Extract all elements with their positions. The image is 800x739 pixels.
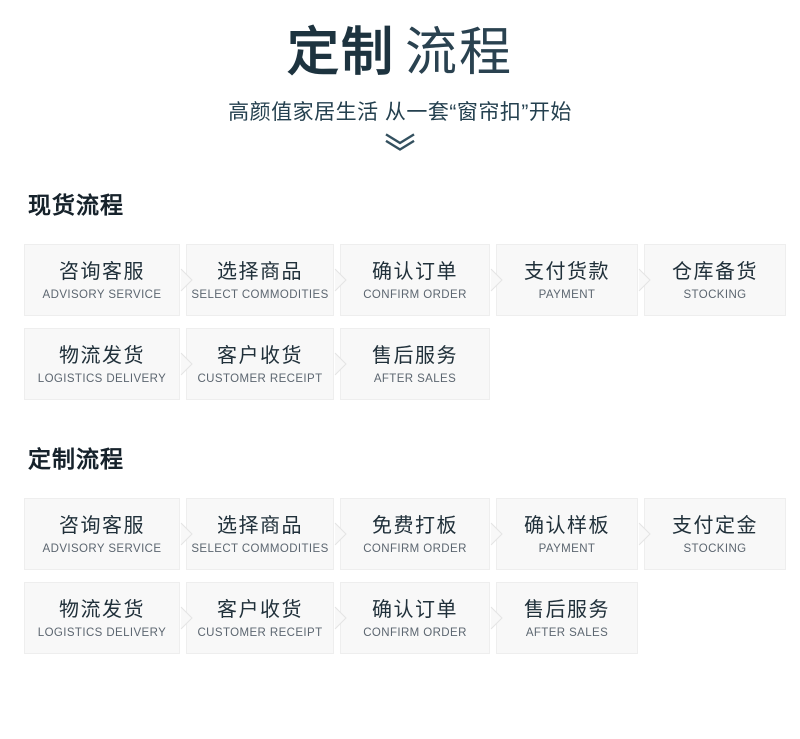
flow-row: 物流发货 LOGISTICS DELIVERY 客户收货 CUSTOMER RE… — [24, 582, 776, 654]
flow-step-subtitle: CUSTOMER RECEIPT — [197, 372, 323, 385]
page-title: 定制流程 — [0, 22, 800, 84]
chevron-right-separator-icon — [180, 352, 193, 376]
flow-step-title: 支付定金 — [672, 514, 758, 537]
section-in-stock-process: 现货流程 咨询客服 ADVISORY SERVICE 选择商品 SELECT C… — [0, 186, 800, 400]
flow-step-subtitle: PAYMENT — [538, 542, 596, 555]
flow-step[interactable]: 物流发货 LOGISTICS DELIVERY — [24, 328, 180, 400]
flow-step-title: 支付货款 — [524, 260, 610, 283]
flow-step-subtitle: CONFIRM ORDER — [363, 288, 467, 301]
flow-step-title: 选择商品 — [217, 260, 303, 283]
flow-step[interactable]: 确认订单 CONFIRM ORDER — [334, 582, 490, 654]
flow-step-title: 免费打板 — [372, 514, 458, 537]
flow-step-title: 物流发货 — [59, 598, 145, 621]
page-subtitle: 高颜值家居生活 从一套“窗帘扣”开始 — [228, 101, 572, 124]
chevron-right-separator-icon — [638, 268, 651, 292]
flow-step-title: 仓库备货 — [672, 260, 758, 283]
chevron-right-separator-icon — [638, 522, 651, 546]
flow-row: 咨询客服 ADVISORY SERVICE 选择商品 SELECT COMMOD… — [24, 244, 786, 316]
chevron-right-separator-icon — [334, 268, 347, 292]
flow-step[interactable]: 选择商品 SELECT COMMODITIES — [180, 498, 334, 570]
flow-row: 物流发货 LOGISTICS DELIVERY 客户收货 CUSTOMER RE… — [24, 328, 776, 400]
flow-step-subtitle: STOCKING — [683, 288, 747, 301]
flow-step[interactable]: 客户收货 CUSTOMER RECEIPT — [180, 582, 334, 654]
flow-step-title: 物流发货 — [59, 344, 145, 367]
flow-step[interactable]: 咨询客服 ADVISORY SERVICE — [24, 498, 180, 570]
flow-step[interactable]: 支付货款 PAYMENT — [490, 244, 638, 316]
flow-step-title: 售后服务 — [524, 598, 610, 621]
flow-row: 咨询客服 ADVISORY SERVICE 选择商品 SELECT COMMOD… — [24, 498, 786, 570]
flow-step-subtitle: STOCKING — [683, 542, 747, 555]
flow-step-title: 确认订单 — [372, 260, 458, 283]
chevron-right-separator-icon — [490, 268, 503, 292]
flow-step-subtitle: LOGISTICS DELIVERY — [37, 626, 167, 639]
chevron-right-separator-icon — [490, 522, 503, 546]
flow-step[interactable]: 售后服务 AFTER SALES — [334, 328, 490, 400]
flow-step-title: 客户收货 — [217, 344, 303, 367]
flow-step[interactable]: 售后服务 AFTER SALES — [490, 582, 638, 654]
flow-step-title: 售后服务 — [372, 344, 458, 367]
page-title-light: 流程 — [405, 24, 514, 82]
flow-step[interactable]: 选择商品 SELECT COMMODITIES — [180, 244, 334, 316]
flow-step[interactable]: 咨询客服 ADVISORY SERVICE — [24, 244, 180, 316]
flow-step[interactable]: 支付定金 STOCKING — [638, 498, 786, 570]
flow-step-subtitle: PAYMENT — [538, 288, 596, 301]
section-title: 现货流程 — [28, 192, 124, 218]
flow-step[interactable]: 确认样板 PAYMENT — [490, 498, 638, 570]
chevron-right-separator-icon — [334, 606, 347, 630]
chevron-right-separator-icon — [334, 522, 347, 546]
chevron-right-separator-icon — [490, 606, 503, 630]
chevron-right-separator-icon — [180, 606, 193, 630]
flow-step-subtitle: CONFIRM ORDER — [363, 542, 467, 555]
flow-step-subtitle: AFTER SALES — [525, 626, 609, 639]
flow-step-subtitle: CONFIRM ORDER — [363, 626, 467, 639]
flow-step-subtitle: SELECT COMMODITIES — [191, 542, 329, 555]
section-customization-process: 定制流程 咨询客服 ADVISORY SERVICE 选择商品 SELECT C… — [0, 440, 800, 654]
flow-step-title: 咨询客服 — [59, 260, 145, 283]
flow-step-subtitle: SELECT COMMODITIES — [191, 288, 329, 301]
flow-step-subtitle: ADVISORY SERVICE — [42, 288, 162, 301]
flow-step-subtitle: CUSTOMER RECEIPT — [197, 626, 323, 639]
page-title-strong: 定制 — [286, 24, 395, 82]
flow-step-title: 确认订单 — [372, 598, 458, 621]
flow-step-title: 确认样板 — [524, 514, 610, 537]
hero-block: 定制流程 高颜值家居生活 从一套“窗帘扣”开始 — [0, 0, 800, 152]
chevron-right-separator-icon — [334, 352, 347, 376]
flow-step[interactable]: 物流发货 LOGISTICS DELIVERY — [24, 582, 180, 654]
flow-step-subtitle: AFTER SALES — [373, 372, 457, 385]
double-chevron-down-icon — [385, 133, 415, 151]
section-title: 定制流程 — [28, 446, 124, 472]
flow-step[interactable]: 免费打板 CONFIRM ORDER — [334, 498, 490, 570]
flow-step[interactable]: 客户收货 CUSTOMER RECEIPT — [180, 328, 334, 400]
flow-step-title: 客户收货 — [217, 598, 303, 621]
flow-step-title: 选择商品 — [217, 514, 303, 537]
flow-step[interactable]: 仓库备货 STOCKING — [638, 244, 786, 316]
flow-step-subtitle: LOGISTICS DELIVERY — [37, 372, 167, 385]
flow-step-subtitle: ADVISORY SERVICE — [42, 542, 162, 555]
flow-step[interactable]: 确认订单 CONFIRM ORDER — [334, 244, 490, 316]
flow-step-title: 咨询客服 — [59, 514, 145, 537]
